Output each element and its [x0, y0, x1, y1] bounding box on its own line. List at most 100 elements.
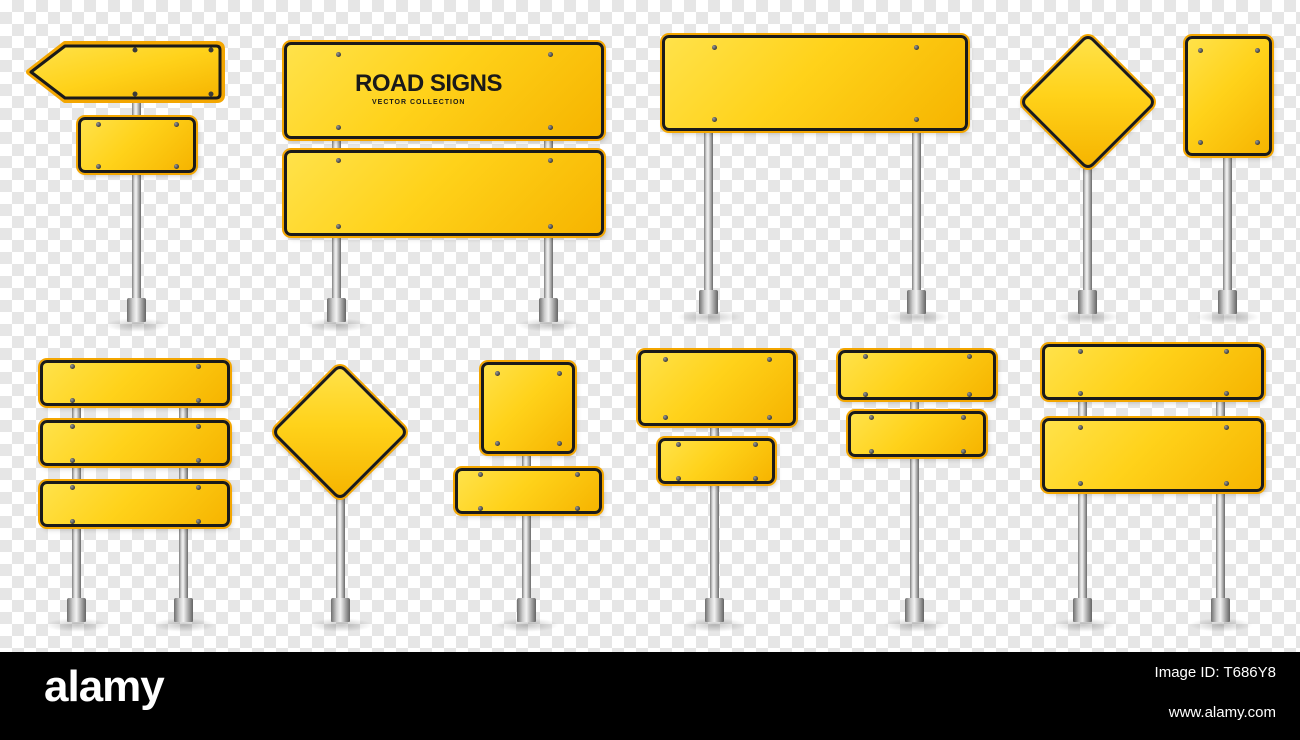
bolt [662, 414, 668, 420]
sign-panel [848, 411, 986, 457]
bolt [869, 449, 875, 455]
bolt [712, 117, 718, 123]
pole [1216, 395, 1225, 610]
bolt [960, 449, 966, 455]
bolt [862, 392, 868, 397]
bolt [494, 440, 500, 446]
pole [912, 130, 921, 302]
bolt [557, 371, 563, 377]
bolt [494, 371, 500, 377]
bolt [767, 414, 773, 420]
bolt [547, 158, 553, 164]
pole-base [705, 598, 724, 622]
bolt [960, 414, 966, 420]
sign-panel [40, 360, 230, 406]
sign-panel [838, 350, 996, 400]
pole-shadow [305, 318, 369, 332]
bolt [336, 158, 342, 164]
pole-base [67, 598, 86, 622]
pole [1078, 395, 1087, 610]
bolt [70, 519, 76, 525]
pole [704, 130, 713, 302]
alamy-url: www.alamy.com [1168, 704, 1276, 721]
bolt [547, 51, 553, 57]
bolt [753, 441, 759, 447]
sign-panel [658, 438, 775, 484]
pole-base [327, 298, 346, 322]
sign-panel [455, 468, 602, 514]
pole-shadow [1196, 310, 1260, 324]
sign-subtitle-text: VECTOR COLLECTION [372, 99, 466, 106]
pole [1083, 150, 1092, 302]
bolt [1197, 139, 1203, 145]
image-id-label: Image ID: T686Y8 [1154, 664, 1276, 681]
bolt [477, 471, 483, 477]
bolt [96, 121, 102, 127]
bolt [1077, 481, 1083, 487]
bolt [1224, 391, 1230, 397]
bolt [70, 423, 76, 429]
bolt [1224, 424, 1230, 430]
diamond-shape [270, 362, 410, 502]
pole [710, 420, 719, 610]
pole [132, 100, 141, 310]
diamond-sign [1018, 32, 1158, 172]
alamy-logo: alamy [44, 662, 165, 711]
pole-shadow [883, 618, 947, 632]
arrow-sign-left [25, 40, 225, 104]
pole-shadow [1189, 618, 1253, 632]
bolt [336, 125, 342, 131]
pole-shadow [885, 310, 949, 324]
arrow-left-icon [26, 41, 225, 103]
bolt [1255, 139, 1261, 145]
bolt [675, 476, 681, 482]
sign-panel [638, 350, 796, 426]
sign-panel [40, 420, 230, 466]
bolt [336, 223, 342, 229]
pole-base [1211, 598, 1230, 622]
bolt [336, 51, 342, 57]
bolt [913, 44, 919, 50]
bolt [712, 44, 718, 50]
pole [910, 400, 919, 610]
bolt [1077, 424, 1083, 430]
pole-shadow [45, 618, 109, 632]
bolt [547, 125, 553, 131]
bolt [913, 117, 919, 123]
bolt [1255, 48, 1261, 54]
pole-base [331, 598, 350, 622]
pole-base [905, 598, 924, 622]
pole-shadow [152, 618, 216, 632]
bolt [477, 506, 483, 512]
pole [1223, 150, 1232, 302]
pole-base [1073, 598, 1092, 622]
pole-shadow [517, 318, 581, 332]
bolt [195, 458, 201, 464]
bolt [575, 506, 580, 512]
bolt [195, 363, 201, 369]
pole [336, 490, 345, 610]
watermark-footer: alamy Image ID: T686Y8 www.alamy.com [0, 652, 1300, 740]
bolt [1197, 48, 1203, 54]
bolt [967, 392, 973, 397]
sign-panel [78, 117, 196, 173]
sign-panel-titled [284, 42, 604, 139]
sign-panel [284, 150, 604, 236]
bolt [195, 484, 201, 490]
sign-panel [1042, 344, 1264, 400]
pole-base [1218, 290, 1237, 314]
bolt [557, 440, 563, 446]
bolt [547, 223, 553, 229]
pole-shadow [1051, 618, 1115, 632]
bolt [1224, 481, 1230, 487]
diamond-sign [270, 362, 410, 502]
pole-base [1078, 290, 1097, 314]
bolt [1077, 348, 1083, 354]
bolt [862, 354, 868, 359]
transparent-checker-background: ROAD SIGNS VECTOR COLLECTION [0, 0, 1300, 652]
bolt [195, 398, 201, 404]
bolt [753, 476, 759, 482]
bolt [173, 121, 179, 127]
bolt [575, 471, 580, 477]
bolt [173, 164, 179, 170]
